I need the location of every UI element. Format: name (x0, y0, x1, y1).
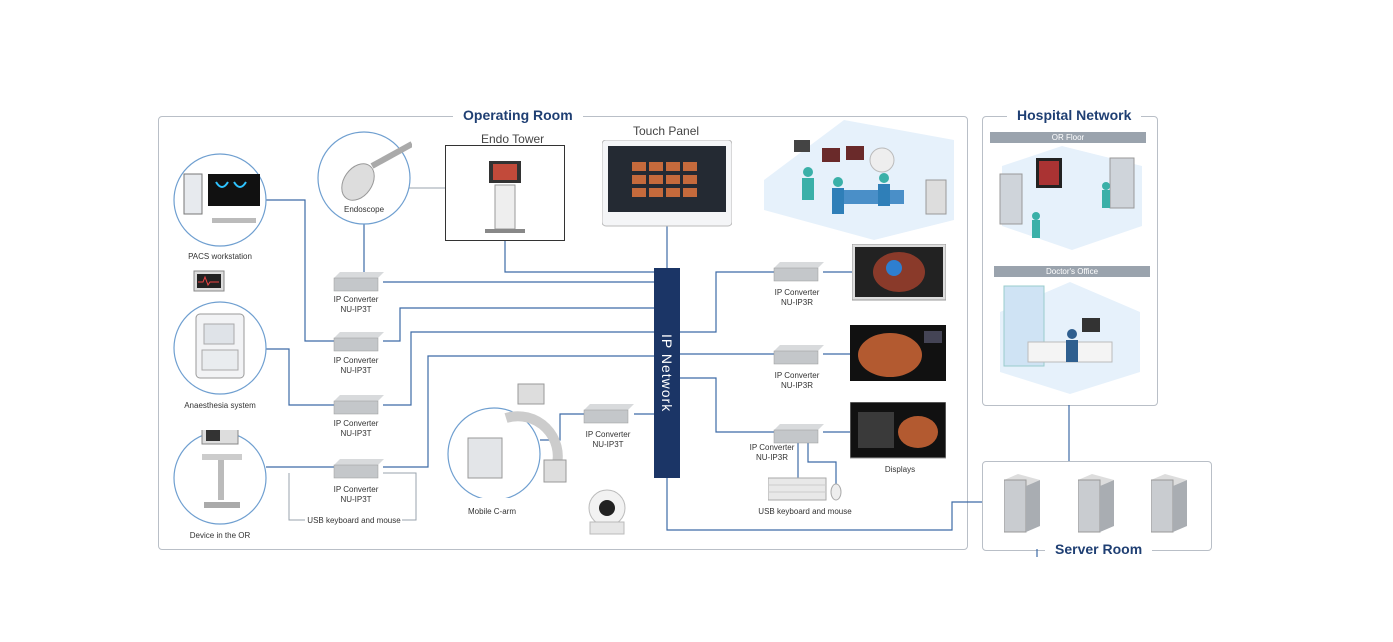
device-in-or-label: Device in the OR (189, 531, 251, 540)
endo-tower-title: Endo Tower (481, 132, 545, 146)
usb-keyboard-label-left: USB keyboard and mouse (307, 516, 401, 525)
doctors-office-band: Doctor's Office (994, 266, 1150, 277)
camera-icon (588, 489, 626, 535)
endoscope-label: Endoscope (343, 205, 385, 214)
or-floor-illustration (999, 146, 1142, 250)
display-3 (850, 402, 946, 459)
ip-converter-1 (333, 272, 384, 292)
or-floor-band: OR Floor (990, 132, 1146, 143)
operating-room-title: Operating Room (453, 107, 583, 123)
pacs-label: PACS workstation (188, 252, 252, 261)
ip-converter-7 (773, 345, 824, 365)
touch-panel-icon[interactable] (602, 140, 732, 228)
mobile-c-arm-icon (447, 383, 567, 498)
server-rack-1 (1004, 474, 1040, 533)
endo-tower-icon (445, 145, 565, 241)
ip-converter-2 (333, 332, 384, 352)
touch-panel-title: Touch Panel (633, 124, 700, 138)
displays-label: Displays (884, 465, 916, 474)
ip-converter-6 (773, 262, 824, 282)
hospital-network-title: Hospital Network (1007, 107, 1142, 123)
operating-room-illustration (764, 120, 954, 240)
usb-keyboard-label-right: USB keyboard and mouse (758, 507, 852, 516)
device-in-or-icon (173, 430, 267, 525)
server-rack-2 (1078, 474, 1114, 533)
mobile-c-arm-label: Mobile C-arm (467, 507, 516, 516)
server-rack-3 (1151, 474, 1187, 533)
keyboard-mouse-icon (768, 477, 842, 501)
anaesthesia-label: Anaesthesia system (184, 401, 256, 410)
ip-converter-5 (583, 404, 634, 424)
server-room-title: Server Room (1045, 541, 1153, 557)
display-2 (850, 325, 946, 381)
ip-network-bar (654, 268, 680, 478)
ip-converter-8 (773, 424, 824, 444)
anaesthesia-monitor-icon (193, 270, 225, 292)
anaesthesia-system-icon (173, 301, 267, 395)
ip-converter-3 (333, 395, 384, 415)
endoscope-icon (317, 131, 412, 225)
ip-network-label: IP Network (659, 333, 675, 413)
ip-converter-4 (333, 459, 384, 479)
doctors-office-illustration (1000, 282, 1140, 394)
display-1 (852, 244, 946, 301)
pacs-workstation-icon (173, 153, 267, 247)
